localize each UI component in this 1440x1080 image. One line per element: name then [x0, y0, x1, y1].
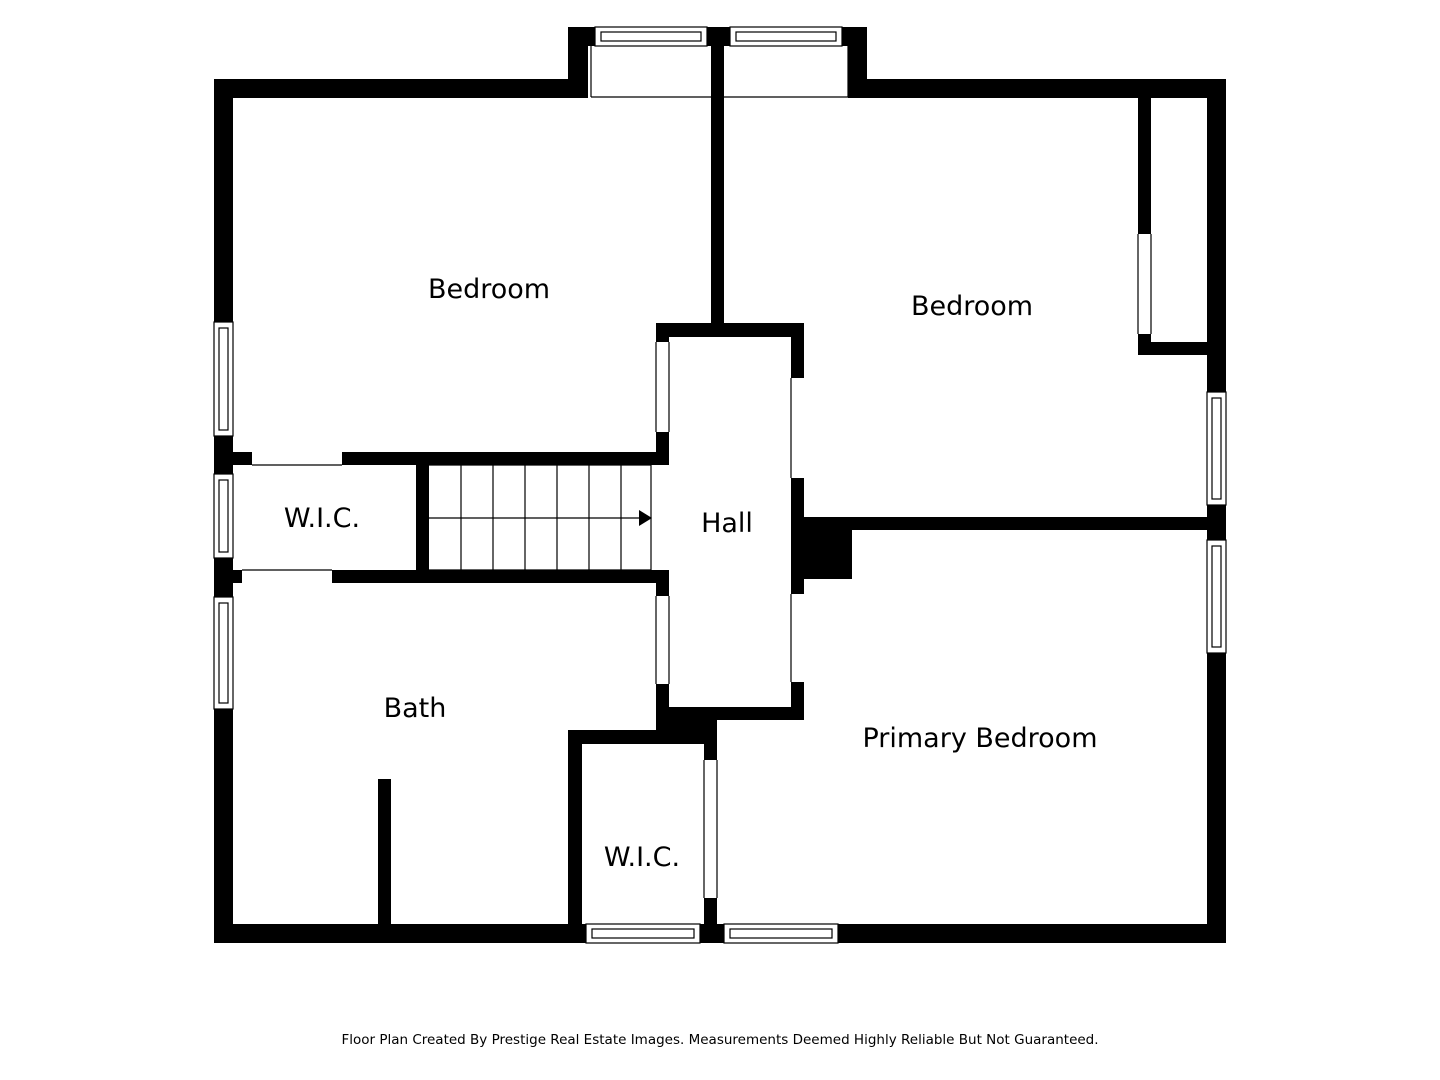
door-wic-west-south: [242, 570, 332, 583]
wic-south-wall-top: [568, 730, 717, 744]
outer-wall-top-left: [214, 79, 588, 98]
window-right-1-sash: [1211, 397, 1222, 500]
door-hall-primary-bedroom: [791, 594, 804, 682]
door-wic-west-north: [252, 452, 342, 465]
label-hall: Hall: [701, 508, 753, 539]
label-wic-south: W.I.C.: [604, 842, 680, 873]
window-bottom-1-sash: [591, 928, 695, 939]
window-left-2-sash: [218, 479, 229, 553]
window-bay-right-sash: [735, 31, 837, 42]
room-labels: Bedroom Bedroom W.I.C. Hall Bath W.I.C. …: [284, 274, 1098, 873]
stair-arrow-icon: [639, 510, 652, 526]
label-bedroom-nw: Bedroom: [428, 274, 550, 305]
bath-partition: [378, 779, 391, 939]
outer-wall-bottom: [214, 924, 1226, 943]
label-bath: Bath: [384, 693, 447, 724]
staircase: [429, 464, 652, 571]
door-wic-south: [704, 760, 717, 898]
bay-opening-left: [588, 46, 711, 98]
wic-west-wall: [416, 452, 429, 583]
footer-disclaimer: Floor Plan Created By Prestige Real Esta…: [341, 1032, 1099, 1048]
windows: [213, 26, 1227, 944]
wic-south-wall-left: [568, 730, 582, 943]
window-bottom-2-sash: [729, 928, 833, 939]
window-bay-left-sash: [600, 31, 702, 42]
door-hall-ne-bedroom: [791, 378, 804, 478]
outer-wall-top-right: [848, 79, 1226, 98]
label-primary-bedroom: Primary Bedroom: [862, 723, 1097, 754]
label-wic-west: W.I.C.: [284, 503, 360, 534]
openings: [242, 46, 1152, 898]
window-right-2-sash: [1211, 545, 1222, 648]
door-hall-nw-bedroom: [656, 342, 669, 432]
bay-opening-right: [724, 46, 848, 98]
window-left-1-sash: [218, 327, 229, 431]
window-left-3-sash: [218, 602, 229, 704]
outer-wall-right: [1207, 79, 1226, 943]
closet-wall-horizontal: [1138, 342, 1226, 355]
label-bedroom-ne: Bedroom: [911, 291, 1033, 322]
door-hall-bath: [656, 596, 669, 684]
primary-bedroom-wall-top: [791, 517, 1226, 530]
door-ne-closet: [1138, 234, 1151, 334]
bedroom-divider-wall: [711, 27, 724, 337]
walls: [214, 27, 1226, 943]
hall-wall-top: [656, 323, 804, 337]
